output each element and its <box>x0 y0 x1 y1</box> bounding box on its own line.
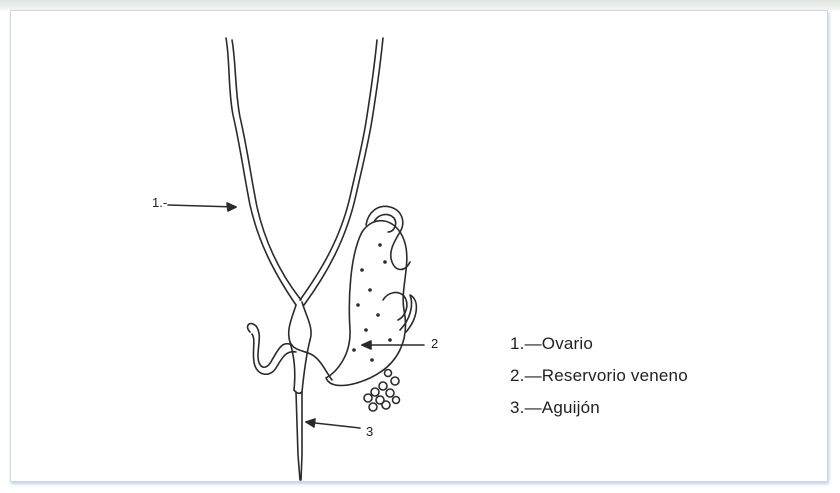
callout-arrow-venom-reservoir <box>362 341 424 349</box>
right-ovary <box>300 38 383 305</box>
legend-item-aguijon: 3.—Aguijón <box>510 392 688 424</box>
callout-label-stinger: 3 <box>366 424 373 439</box>
callout-label-ovary: 1.- <box>152 195 167 210</box>
callout-arrow-stinger <box>306 419 360 428</box>
legend-item-reservorio-veneno: 2.—Reservorio veneno <box>510 360 688 392</box>
stinger <box>289 302 332 480</box>
callout-arrow-ovary <box>168 203 236 211</box>
venom-reservoir <box>326 206 416 411</box>
callout-label-venom-reservoir: 2 <box>431 336 438 351</box>
legend: 1.—Ovario 2.—Reservorio veneno 3.—Aguijó… <box>510 328 688 424</box>
left-ovary <box>226 38 301 305</box>
legend-item-ovario: 1.—Ovario <box>510 328 688 360</box>
